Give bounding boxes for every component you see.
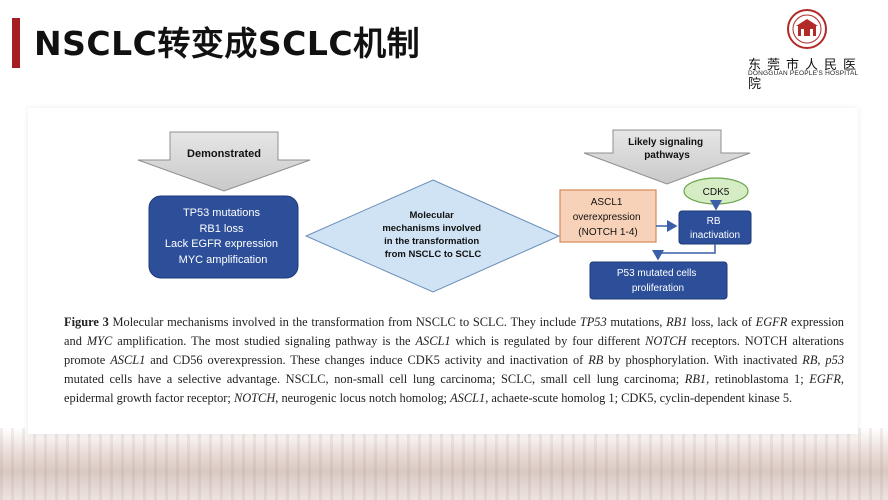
cdk5-label: CDK5 [703, 187, 730, 198]
ascl1-node [559, 189, 657, 243]
svg-text:Molecular mechanisms inv: Molecular mechanisms involved in the tra… [382, 210, 483, 260]
center-label-line: in the transformation [384, 236, 479, 247]
figure-panel: Demonstrated TP53 mutations RB1 loss Lac… [28, 108, 858, 434]
caption-gene-term: RB1 [684, 372, 707, 386]
caption-body: Molecular mechanisms involved in the tra… [64, 315, 844, 405]
caption-text: amplification. The most studied signalin… [112, 334, 416, 348]
caption-gene-term: NOTCH [645, 334, 687, 348]
center-label-line: Molecular [410, 210, 455, 221]
demonstrated-item: RB1 loss [199, 223, 244, 235]
demonstrated-arrow-shape [137, 131, 311, 192]
caption-text: , epidermal growth factor receptor; [64, 372, 845, 405]
ascl1-label-line: ASCL1 [591, 197, 623, 208]
svg-text:RB inactivation: RB inactivation [690, 216, 740, 241]
caption-text: which is regulated by four different [450, 334, 646, 348]
likely-label-line: pathways [644, 150, 690, 161]
svg-text:P53 mutated cells prolif: P53 mutated cells proliferation [617, 268, 699, 294]
caption-gene-term: p53 [825, 353, 845, 367]
caption-gene-term: EGFR [809, 372, 841, 386]
svg-text:TP53 mutations RB1 loss: TP53 mutations RB1 loss Lack EGFR expres… [165, 207, 281, 266]
caption-gene-term: ASCL1 [415, 334, 451, 348]
slide-title: NSCLC转变成SCLC机制 [34, 24, 421, 63]
caption-text: Molecular mechanisms involved in the tra… [112, 315, 580, 329]
rb-to-p53-arrow [652, 244, 716, 261]
caption-gene-term: ASCL1 [450, 391, 486, 405]
likely-arrow-shape [583, 129, 751, 185]
caption-gene-term: TP53 [579, 315, 607, 329]
figure-caption: Figure 3 Molecular mechanisms involved i… [64, 313, 844, 408]
demonstrated-item: Lack EGFR expression [165, 238, 278, 250]
caption-gene-term: RB [802, 353, 818, 367]
center-label-line: from NSCLC to SCLC [385, 249, 482, 260]
center-diamond [304, 179, 561, 293]
caption-text: , achaete-scute homolog 1; CDK5, cyclin-… [485, 391, 793, 405]
svg-text:ASCL1 overexpression: ASCL1 overexpression (NOTCH 1-4) [573, 197, 644, 238]
caption-text: mutated cells have a selective advantage… [64, 372, 685, 386]
caption-text: and CD56 overexpression. These changes i… [145, 353, 589, 367]
hospital-emblem-icon [787, 9, 827, 49]
svg-text:Likely signaling pathway: Likely signaling pathways [628, 137, 706, 161]
caption-gene-term: EGFR [755, 315, 788, 329]
demonstrated-label: Demonstrated [187, 148, 261, 160]
caption-text: , neurogenic locus notch homolog; [275, 391, 451, 405]
hospital-logo: 东莞市人民医院 DONGGUAN PEOPLE'S HOSPITAL [740, 8, 880, 92]
mechanism-diagram: Demonstrated TP53 mutations RB1 loss Lac… [137, 129, 752, 300]
hospital-name-cn: 东莞市人民医院 [748, 58, 863, 92]
caption-text: loss, lack of [687, 315, 756, 329]
demonstrated-box [148, 195, 299, 279]
figure-label: Figure 3 [64, 315, 109, 329]
ascl1-label-line: overexpression [573, 212, 641, 223]
rb-label-line: RB [707, 216, 721, 227]
caption-gene-term: RB1 [666, 315, 688, 329]
p53-node [589, 261, 728, 300]
caption-text: mutations, [606, 315, 667, 329]
decorative-bottom-band [0, 428, 888, 500]
hospital-name-en: DONGGUAN PEOPLE'S HOSPITAL [748, 70, 859, 77]
caption-gene-term: MYC [86, 334, 113, 348]
caption-text: receptors. NOTCH alterations promote [64, 334, 844, 367]
p53-label-line: proliferation [632, 283, 684, 294]
caption-text: expression and [64, 315, 844, 348]
caption-text: by phosphorylation. With inactivated [603, 353, 803, 367]
center-label-line: mechanisms involved [382, 223, 481, 234]
title-accent-bar [12, 18, 20, 68]
caption-gene-term: NOTCH [233, 391, 276, 405]
p53-label-line: P53 mutated cells [617, 268, 697, 279]
ascl1-label-line: (NOTCH 1-4) [578, 227, 637, 238]
likely-label-line: Likely signaling [628, 137, 703, 148]
caption-text: , retinoblastoma 1; [706, 372, 810, 386]
caption-gene-term: ASCL1 [110, 353, 146, 367]
demonstrated-item: MYC amplification [179, 254, 268, 266]
caption-gene-term: RB [588, 353, 604, 367]
demonstrated-item: TP53 mutations [183, 207, 261, 219]
rb-label-line: inactivation [690, 230, 740, 241]
caption-text: , [817, 353, 826, 367]
